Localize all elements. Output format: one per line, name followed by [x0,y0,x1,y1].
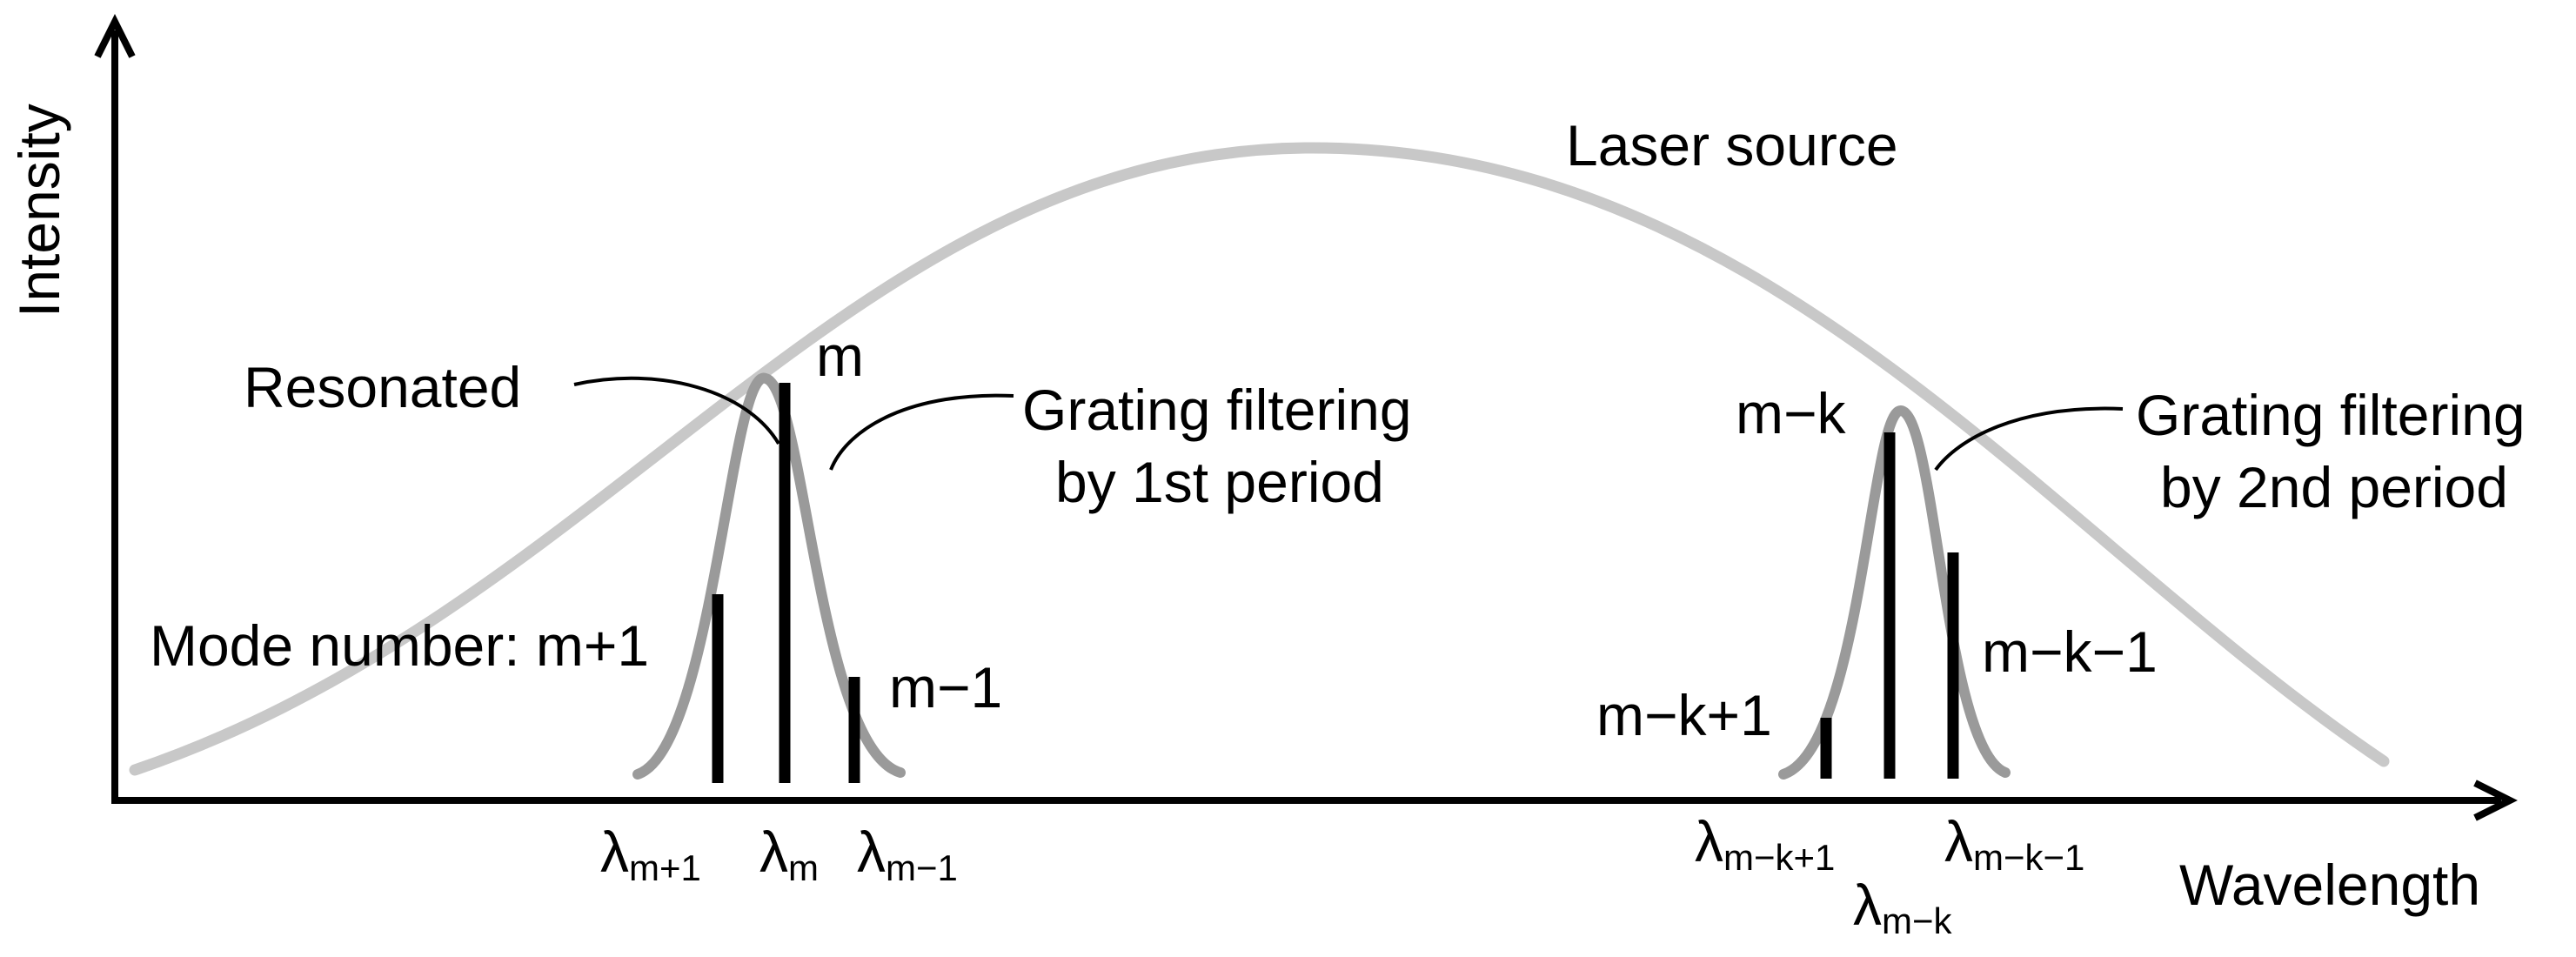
lambda-m-minus-1: λm−1 [857,820,958,888]
grating-1-line2: by 1st period [1055,450,1384,514]
laser-source-label: Laser source [1566,113,1898,177]
lambda-m-minus-k-plus-1: λm−k+1 [1695,809,1835,878]
mode-m-minus-k-minus-1-label: m−k−1 [1982,619,2158,684]
laser-source-curve [129,142,2390,776]
mode-m-label: m [816,324,864,388]
lambda-m-minus-k-minus-1: λm−k−1 [1944,809,2084,878]
mode-number-label: Mode number: m+1 [150,613,649,678]
grating-1-line1: Grating filtering [1022,378,1412,442]
mode-m-minus-k-plus-1-label: m−k+1 [1596,683,1772,747]
lambda-m: λm [759,820,819,888]
leader-grating-2 [1934,406,2124,472]
y-axis-label: Intensity [7,104,71,318]
grating-filter-curve-1 [632,372,906,780]
x-axis-label: Wavelength [2179,853,2480,917]
grating-filter-curve-2 [1778,405,2011,780]
x-axis-arrowhead [2473,780,2518,821]
grating-2-line2: by 2nd period [2160,455,2508,519]
leader-resonated [573,376,780,445]
lambda-m-minus-k: λm−k [1853,873,1953,941]
grating-2-line1: Grating filtering [2136,383,2526,447]
mode-m-minus-1-label: m−1 [889,655,1002,719]
leader-grating-1 [829,393,1014,471]
resonated-label: Resonated [244,355,521,419]
y-axis-arrowhead [94,14,136,58]
mode-m-minus-k-label: m−k [1736,381,1847,445]
lambda-m-plus-1: λm+1 [600,820,701,888]
